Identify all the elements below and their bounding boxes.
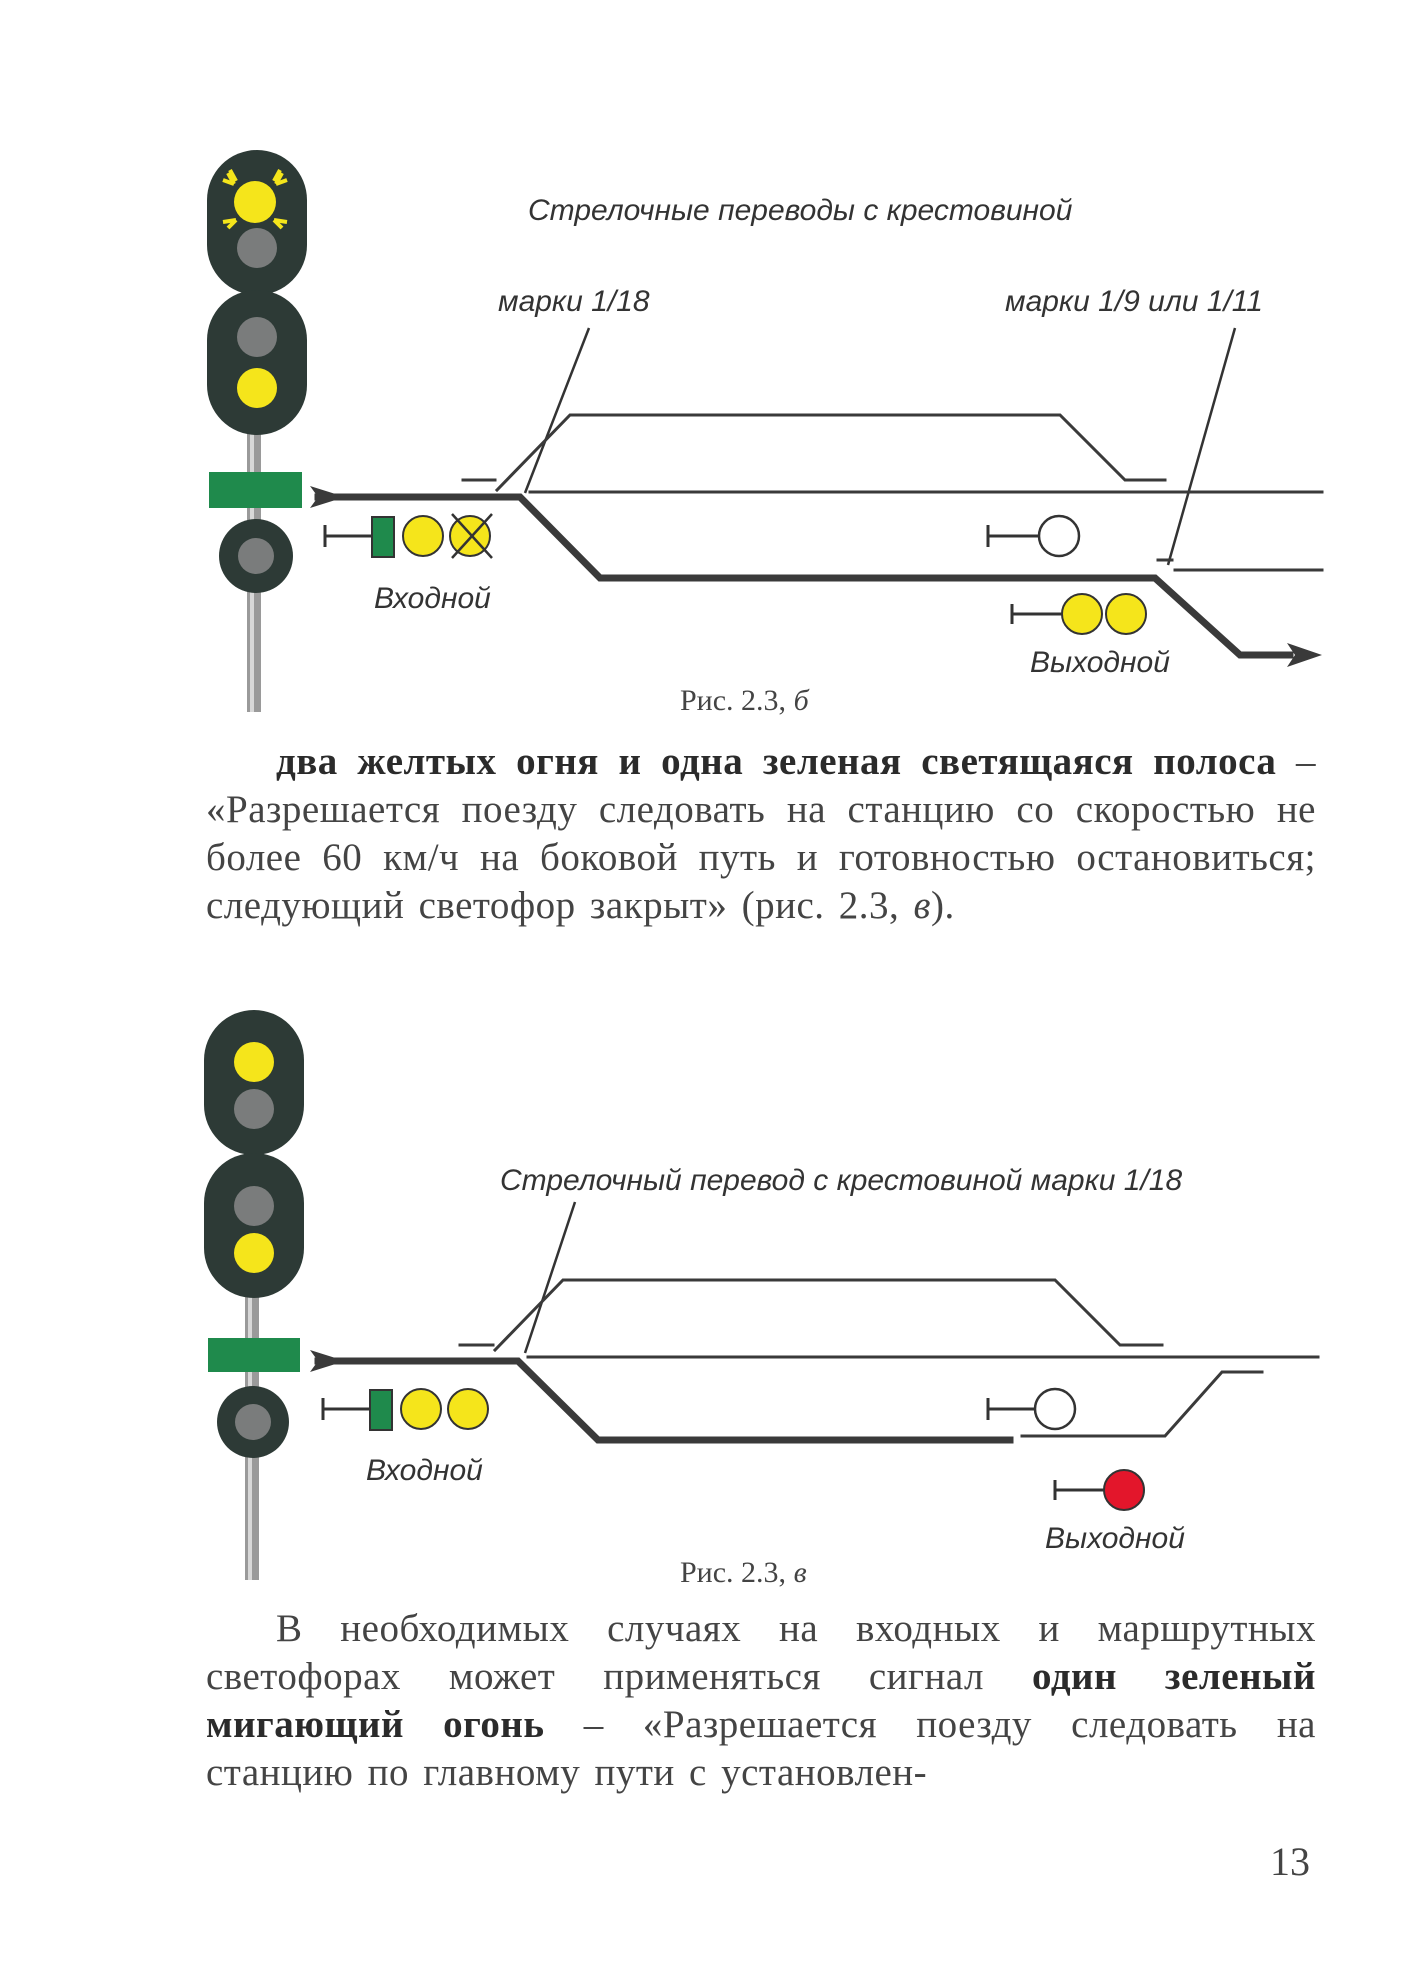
green-strip xyxy=(209,472,302,508)
arrow-in-icon xyxy=(310,486,345,508)
entry-label: Входной xyxy=(366,1454,483,1487)
exit-label: Выходной xyxy=(1030,646,1170,679)
exit-label: Выходной xyxy=(1045,1522,1185,1555)
arrow-in-icon xyxy=(310,1350,345,1372)
arrow-out-icon xyxy=(1287,643,1322,667)
turnout-label: Стрелочный перевод с крестовиной марки 1… xyxy=(500,1164,1182,1197)
paragraph-1: два желтых огня и одна зеленая светящаяс… xyxy=(206,740,1317,927)
figure-2-3-v: Стрелочный перевод с крестовиной марки 1… xyxy=(204,1010,1320,1589)
red-lamp xyxy=(1103,1469,1145,1511)
track-layout xyxy=(314,413,1324,659)
pointer-line xyxy=(523,1201,577,1354)
track-layout xyxy=(314,1278,1320,1444)
yellow-lamp xyxy=(234,1042,274,1082)
page-number: 13 xyxy=(1270,1839,1310,1884)
turnouts-label: Стрелочные переводы с крестовиной xyxy=(528,194,1073,227)
white-signal-symbol xyxy=(986,514,1081,558)
unlit-lamp xyxy=(234,1186,274,1226)
figure-caption: Рис. 2.3, в xyxy=(680,1556,807,1589)
bold-term: один зеленый мигающий огонь xyxy=(206,1655,1316,1746)
entry-signal-mast xyxy=(207,150,307,712)
unlit-lamp xyxy=(234,1089,274,1129)
unlit-lamp xyxy=(238,538,274,574)
yellow-lamp xyxy=(237,368,277,408)
flashing-yellow-lamp xyxy=(222,169,288,230)
white-signal-symbol xyxy=(986,1387,1077,1431)
unlit-lamp xyxy=(235,1404,271,1440)
exit-signal-symbol xyxy=(1010,593,1147,635)
unlit-lamp xyxy=(237,228,277,268)
entry-signal-mast xyxy=(204,1010,304,1580)
exit-signal-symbol xyxy=(1053,1469,1145,1511)
figure-2-3-b: Стрелочные переводы с крестовиной марки … xyxy=(207,150,1324,717)
mark-right-label: марки 1/9 или 1/11 xyxy=(1005,285,1263,318)
unlit-lamp xyxy=(237,317,277,357)
entry-signal-symbol xyxy=(323,513,493,559)
entry-signal-symbol xyxy=(321,1388,489,1431)
pointer-line xyxy=(523,327,591,494)
yellow-lamp xyxy=(234,1233,274,1273)
figure-caption: Рис. 2.3, б xyxy=(680,684,810,717)
entry-label: Входной xyxy=(374,582,491,615)
paragraph-2: В необходимых случаях на входных и маршр… xyxy=(206,1607,1316,1794)
bold-term: два желтых огня и одна зеленая светящаяс… xyxy=(276,740,1277,783)
mark-left-label: марки 1/18 xyxy=(498,285,650,318)
pointer-line xyxy=(1166,327,1237,566)
green-strip xyxy=(208,1338,300,1372)
